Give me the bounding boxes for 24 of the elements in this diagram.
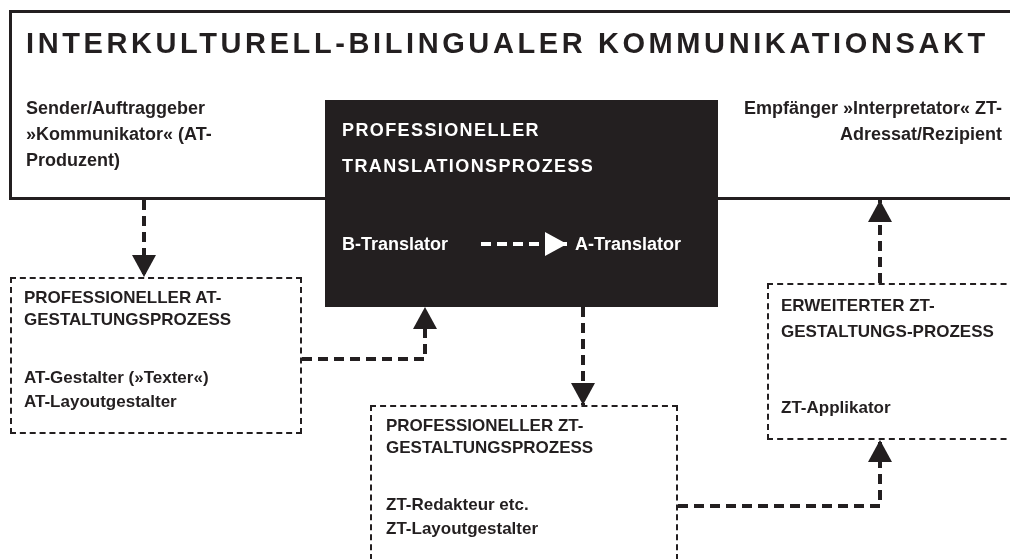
role-text: ZT-Layoutgestalter	[386, 518, 539, 540]
receiver-text: Empfänger »Interpretator« ZT-Adressat/Rezipient	[742, 97, 1002, 146]
process-heading: ERWEITERTER ZT-GESTALTUNGS-PROZESS	[781, 295, 995, 343]
dashed-process-box	[767, 283, 1010, 440]
dashed-arrow	[481, 232, 567, 256]
process-box	[325, 100, 718, 307]
dashed-arrow	[678, 440, 892, 508]
process-heading: PROFESSIONELLER TRANSLATIONSPROZESS	[342, 119, 596, 178]
dashed-process-box	[10, 277, 302, 434]
role-label: A-Translator	[575, 233, 682, 255]
diagram-heading: INTERKULTURELL-BILINGUALER KOMMUNIKATIONSAKT	[26, 26, 989, 61]
role-text: AT-Gestalter (»Texter«)	[24, 367, 209, 389]
dashed-arrow	[571, 307, 595, 405]
sender-text: Sender/Auftraggeber »Kommunikator« (AT-Produzent)	[26, 97, 213, 172]
role-text: ZT-Redakteur etc.	[386, 494, 529, 516]
dashed-arrow	[132, 200, 156, 277]
dashed-arrow	[868, 200, 892, 283]
role-text: ZT-Applikator	[781, 397, 891, 419]
role-label: B-Translator	[342, 233, 449, 255]
role-text: AT-Layoutgestalter	[24, 391, 177, 413]
process-heading: PROFESSIONELLER ZT-GESTALTUNGSPROZESS	[386, 415, 595, 459]
dashed-process-box	[370, 405, 678, 559]
process-heading: PROFESSIONELLER AT-GESTALTUNGSPROZESS	[24, 287, 233, 331]
dashed-arrow	[302, 307, 437, 361]
